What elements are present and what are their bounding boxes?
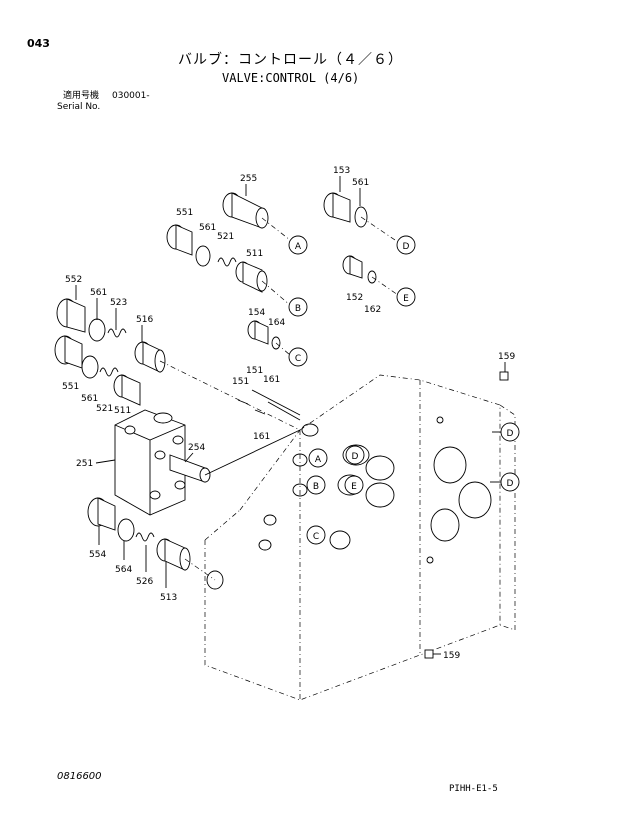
ref-b-body: B	[313, 482, 319, 492]
part-564: 564	[115, 565, 132, 575]
part-151-b: 151	[232, 377, 249, 387]
serial-label-japanese: 適用号機	[63, 91, 100, 101]
part-161-b: 161	[253, 432, 270, 442]
ref-d-body-1: D	[352, 452, 359, 462]
parts-group-upper	[166, 192, 399, 356]
part-551-lower: 551	[62, 382, 79, 392]
part-513: 513	[160, 593, 177, 603]
part-551-upper: 551	[176, 208, 193, 218]
page-code: PIHH-E1-5	[449, 784, 498, 794]
part-526: 526	[136, 577, 153, 587]
part-255: 255	[240, 174, 257, 184]
ref-c-upper: C	[295, 354, 301, 364]
part-151-a: 151	[246, 366, 263, 376]
part-561-right: 561	[352, 178, 369, 188]
ref-e-body: E	[351, 482, 357, 492]
part-552: 552	[65, 275, 82, 285]
part-554: 554	[89, 550, 106, 560]
part-516: 516	[136, 315, 153, 325]
part-159-lower: 159	[443, 651, 460, 661]
part-561-upper: 561	[199, 223, 216, 233]
ref-c-body: C	[313, 532, 319, 542]
part-164: 164	[268, 318, 285, 328]
ref-b-upper: B	[295, 304, 301, 314]
part-561-lower: 561	[81, 394, 98, 404]
serial-label-english: Serial No.	[57, 102, 101, 112]
part-153: 153	[333, 166, 350, 176]
ref-d-body-2: D	[507, 429, 514, 439]
serial-value: 030001-	[112, 91, 150, 101]
part-154: 154	[248, 308, 265, 318]
part-161-a: 161	[263, 375, 280, 385]
part-152: 152	[346, 293, 363, 303]
part-511-lower: 511	[114, 406, 131, 416]
ref-a-body: A	[315, 455, 322, 465]
part-number-labels: 255 551 561 521 511 153 561 152 162 552 …	[62, 166, 515, 661]
page-number: 043	[27, 37, 50, 50]
part-561-left: 561	[90, 288, 107, 298]
part-159-upper: 159	[498, 352, 515, 362]
part-162: 162	[364, 305, 381, 315]
ref-d-upper: D	[403, 242, 410, 252]
parts-group-left	[54, 298, 509, 659]
title-english: VALVE:CONTROL (4/6)	[222, 71, 360, 85]
part-521-upper: 521	[217, 232, 234, 242]
ref-e-upper: E	[403, 294, 409, 304]
part-521-lower: 521	[96, 404, 113, 414]
part-511-upper: 511	[246, 249, 263, 259]
ref-d-body-3: D	[507, 479, 514, 489]
part-254: 254	[188, 443, 205, 453]
part-251: 251	[76, 459, 93, 469]
part-523: 523	[110, 298, 127, 308]
cover-block-251	[114, 409, 301, 516]
title-japanese: バルブ：コントロール（４／６）	[178, 52, 403, 68]
reference-circles: A B C D E A D B E C D D	[288, 235, 520, 545]
valve-body-outline	[204, 374, 516, 701]
drawing-number: 0816600	[57, 771, 102, 782]
ref-a-upper: A	[295, 242, 302, 252]
